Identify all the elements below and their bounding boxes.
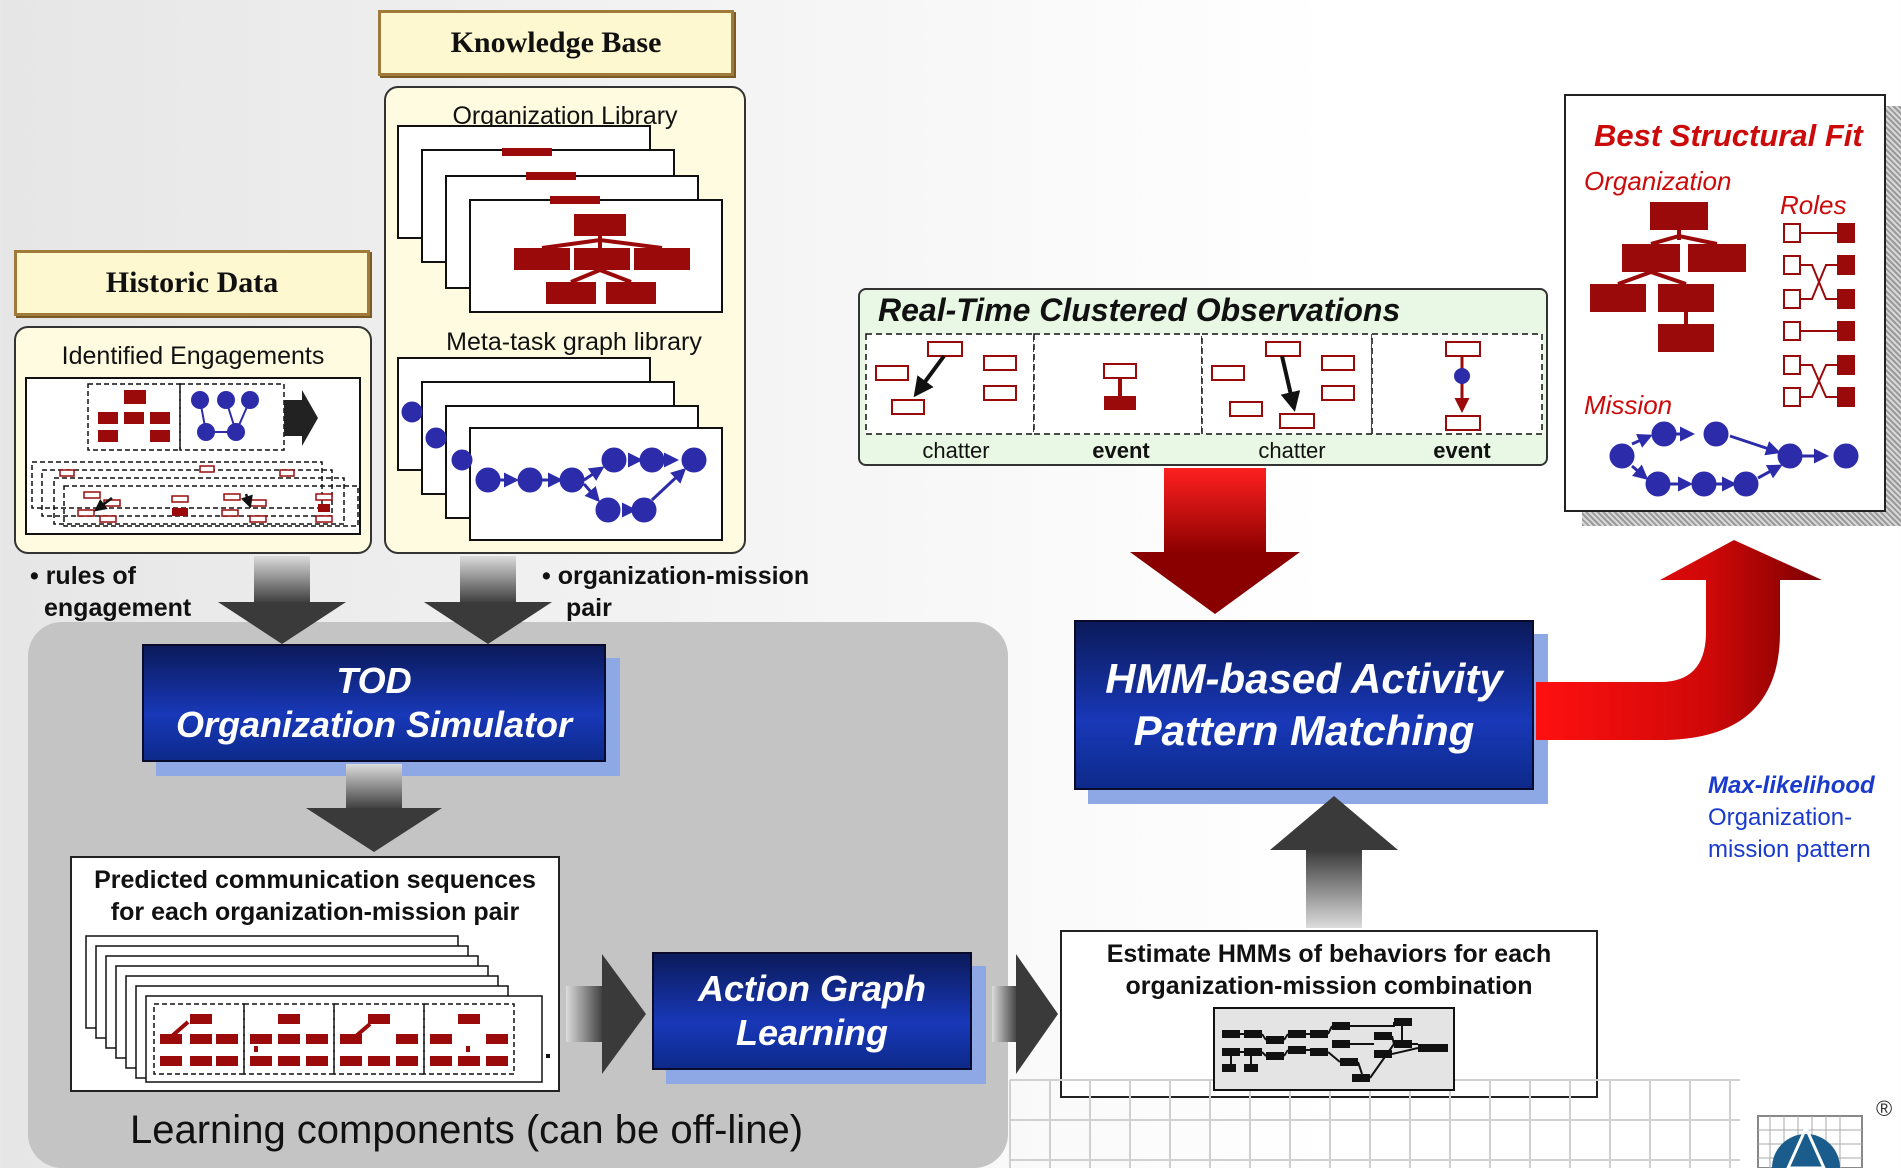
- metatask-library-cards: [397, 357, 723, 541]
- gray-arrow-estimate-to-hmm: [1270, 796, 1398, 928]
- predicted-sequence-icons: [160, 1014, 550, 1066]
- predicted-line1: Predicted communication sequences: [94, 866, 536, 894]
- red-curve-arrow: [1536, 540, 1822, 740]
- max-likelihood-line1: Max-likelihood: [1708, 772, 1875, 799]
- estimate-line1: Estimate HMMs of behaviors for each: [1106, 940, 1552, 968]
- obs-label-event-1: event: [1092, 438, 1150, 463]
- knowledge-base-title: Knowledge Base: [378, 10, 734, 76]
- observations-title: Real-Time Clustered Observations: [878, 292, 1401, 328]
- max-likelihood-line3: mission pattern: [1708, 836, 1871, 863]
- pair-bullet-line1: • organization-mission: [542, 562, 810, 590]
- observation-dashed-frames: [865, 333, 1543, 435]
- estimate-line2: organization-mission combination: [1125, 972, 1533, 1000]
- gray-arrow-kb-to-tod: [424, 556, 552, 644]
- tod-simulator-box[interactable]: TOD Organization Simulator: [142, 644, 606, 762]
- predicted-sequence-cards: [85, 935, 543, 1083]
- best-fit-title: Best Structural Fit: [1594, 118, 1863, 153]
- red-arrow-obs-to-hmm: [1130, 468, 1300, 614]
- registered-mark: ®: [1876, 1096, 1893, 1121]
- tod-line1: TOD: [336, 660, 412, 701]
- best-fit-roles-label: Roles: [1780, 190, 1847, 220]
- learning-caption: Learning components (can be off-line): [130, 1108, 804, 1152]
- hmm-graph-nodes: [1222, 1018, 1448, 1082]
- obs-label-event-2: event: [1433, 438, 1491, 463]
- engagement-black-arrow: [284, 390, 318, 446]
- grid-decoration: [1009, 1079, 1740, 1168]
- rules-bullet-line2: engagement: [44, 594, 192, 622]
- pair-bullet-line2: pair: [566, 594, 612, 622]
- action-graph-line1: Action Graph: [697, 968, 926, 1009]
- company-logo-icon: [1757, 1115, 1863, 1168]
- identified-engagements-label: Identified Engagements: [61, 342, 325, 370]
- hmm-line1: HMM-based Activity: [1105, 655, 1503, 702]
- gray-arrow-historic-to-tod: [218, 556, 346, 644]
- engagement-org-mini: [98, 390, 170, 442]
- predicted-line2: for each organization-mission pair: [110, 898, 520, 926]
- gray-arrow-predicted-to-action: [566, 954, 646, 1074]
- rules-bullet-line1: • rules of: [30, 562, 136, 590]
- event-box: [1104, 396, 1136, 410]
- hmm-matching-box[interactable]: HMM-based Activity Pattern Matching: [1074, 620, 1534, 790]
- metatask-graph-icon: [401, 401, 707, 523]
- best-fit-roles: [1783, 223, 1855, 407]
- action-graph-box[interactable]: Action Graph Learning: [652, 952, 972, 1070]
- predicted-sequence-frames: [153, 1003, 515, 1075]
- engagement-mini-boxes: [59, 465, 333, 523]
- historic-data-title: Historic Data: [14, 250, 370, 316]
- org-chart-icon: [502, 148, 690, 304]
- gray-arrow-action-to-estimate: [992, 954, 1058, 1074]
- best-fit-mission-label: Mission: [1584, 390, 1673, 420]
- best-fit-mission-graph: [1609, 421, 1859, 497]
- best-fit-org-chart: [1590, 202, 1746, 352]
- gray-arrow-tod-to-predicted: [306, 764, 442, 852]
- engagement-mini-arrows: [94, 493, 253, 512]
- observation-boxes: [875, 341, 1481, 431]
- max-likelihood-line2: Organization-: [1708, 804, 1853, 831]
- obs-label-chatter-1: chatter: [922, 438, 990, 463]
- obs-label-chatter-2: chatter: [1258, 438, 1326, 463]
- hmm-line2: Pattern Matching: [1133, 707, 1475, 754]
- engagement-graph-mini: [191, 391, 259, 441]
- metatask-library-label: Meta-task graph library: [446, 328, 702, 356]
- action-graph-line2: Learning: [735, 1012, 888, 1053]
- tod-line2: Organization Simulator: [175, 704, 573, 745]
- best-fit-organization-label: Organization: [1584, 166, 1732, 196]
